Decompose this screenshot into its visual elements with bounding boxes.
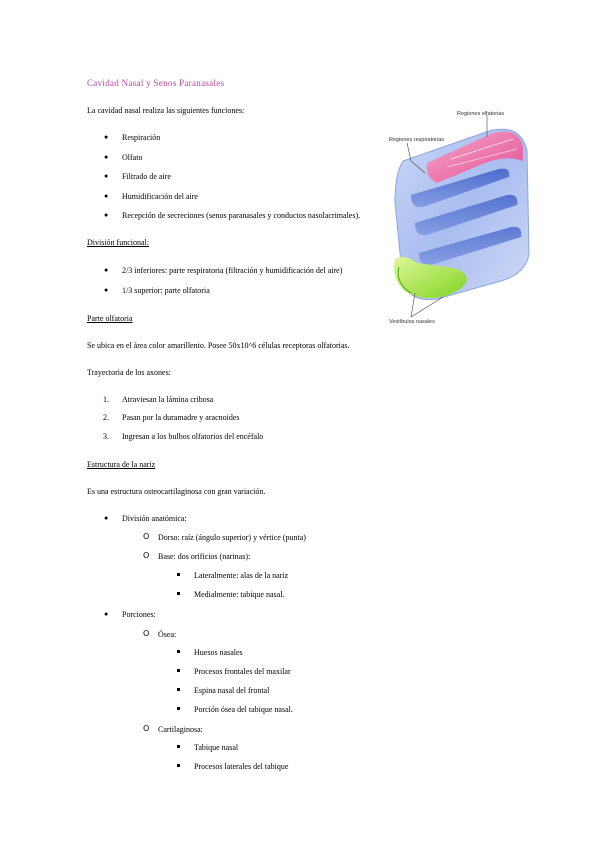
- bullet-icon: ●: [104, 153, 109, 161]
- list-item: Atraviesan la lámina cribosa: [122, 395, 214, 404]
- label-vestibule: Vestíbulos nasales: [389, 319, 435, 325]
- vestibule-region: [394, 256, 467, 299]
- square-bullet-icon: [177, 592, 180, 595]
- bullet-icon: ●: [104, 133, 109, 141]
- document-title: Cavidad Nasal y Senos Paranasales: [87, 78, 225, 88]
- list-item: Cartilaginosa:: [158, 725, 203, 734]
- bullet-icon: ●: [104, 192, 109, 200]
- concha-media: [415, 194, 518, 236]
- paragraph: Es una estructura osteocartilaginosa con…: [87, 487, 266, 496]
- circle-bullet-icon: O: [143, 532, 150, 541]
- list-item: Base: dos orificios (narinas):: [158, 552, 251, 561]
- concha-inferior: [419, 226, 522, 266]
- circle-bullet-icon: O: [143, 724, 150, 733]
- section-heading: Parte olfatoria: [87, 314, 133, 323]
- list-item: Huesos nasales: [194, 648, 243, 657]
- olfactory-region: [426, 131, 523, 183]
- list-number: 2.: [103, 413, 109, 422]
- section-heading: División funcional:: [87, 238, 149, 247]
- square-bullet-icon: [177, 650, 180, 653]
- list-item: Olfato: [122, 153, 143, 162]
- list-item: Dorso: raíz (ángulo superior) y vértice …: [158, 533, 306, 542]
- bullet-icon: ●: [104, 610, 109, 618]
- list-item: Humidificación del aire: [122, 192, 198, 201]
- section-heading: Trayectoria de los axones:: [87, 368, 171, 377]
- list-item: Recepción de secreciones (senos paranasa…: [122, 211, 361, 220]
- square-bullet-icon: [177, 688, 180, 691]
- label-respiratory: Regiones respiratorias: [389, 137, 444, 143]
- paragraph: Se ubica en el área color amarillento. P…: [87, 341, 350, 350]
- square-bullet-icon: [177, 707, 180, 710]
- concha-superior: [411, 168, 510, 208]
- list-item: Procesos frontales del maxilar: [194, 667, 291, 676]
- bullet-icon: ●: [104, 211, 109, 219]
- list-item: Medialmente: tabique nasal.: [194, 590, 285, 599]
- list-item: 2/3 inferiores: parte respiratoria (filt…: [122, 266, 343, 275]
- label-olfactory: Regiones olfatorias: [457, 111, 504, 117]
- nasal-cavity-figure: Regiones olfatorias Regiones respiratori…: [389, 111, 530, 325]
- list-item: Lateralmente: alas de la nariz: [194, 571, 289, 580]
- list-item: División anatómica:: [122, 514, 187, 523]
- list-item: Tabique nasal: [194, 743, 239, 752]
- bullet-icon: ●: [104, 266, 109, 274]
- list-item: Procesos laterales del tabique: [194, 762, 289, 771]
- list-item: Pasan por la duramadre y aracnoides: [122, 413, 240, 422]
- list-item: Filtrado de aire: [122, 172, 171, 181]
- list-item: Ósea:: [158, 630, 177, 639]
- circle-bullet-icon: O: [143, 629, 150, 638]
- section-heading: Estructura de la nariz: [87, 460, 156, 469]
- list-item: Porciones:: [122, 610, 156, 619]
- square-bullet-icon: [177, 745, 180, 748]
- circle-bullet-icon: O: [143, 551, 150, 560]
- list-item: Porción ósea del tabique nasal.: [194, 705, 293, 714]
- intro-text: La cavidad nasal realiza las siguientes …: [87, 106, 245, 115]
- list-item: Ingresan a los bulbos olfatorios del enc…: [122, 432, 264, 441]
- list-item: 1/3 superior: parte olfatoria: [122, 286, 210, 295]
- square-bullet-icon: [177, 764, 180, 767]
- list-number: 1.: [103, 395, 109, 404]
- bullet-icon: ●: [104, 172, 109, 180]
- bullet-icon: ●: [104, 286, 109, 294]
- bullet-icon: ●: [104, 514, 109, 522]
- list-item: Respiración: [122, 133, 161, 142]
- list-number: 3.: [103, 432, 109, 441]
- square-bullet-icon: [177, 573, 180, 576]
- list-item: Espina nasal del frontal: [194, 686, 270, 695]
- square-bullet-icon: [177, 669, 180, 672]
